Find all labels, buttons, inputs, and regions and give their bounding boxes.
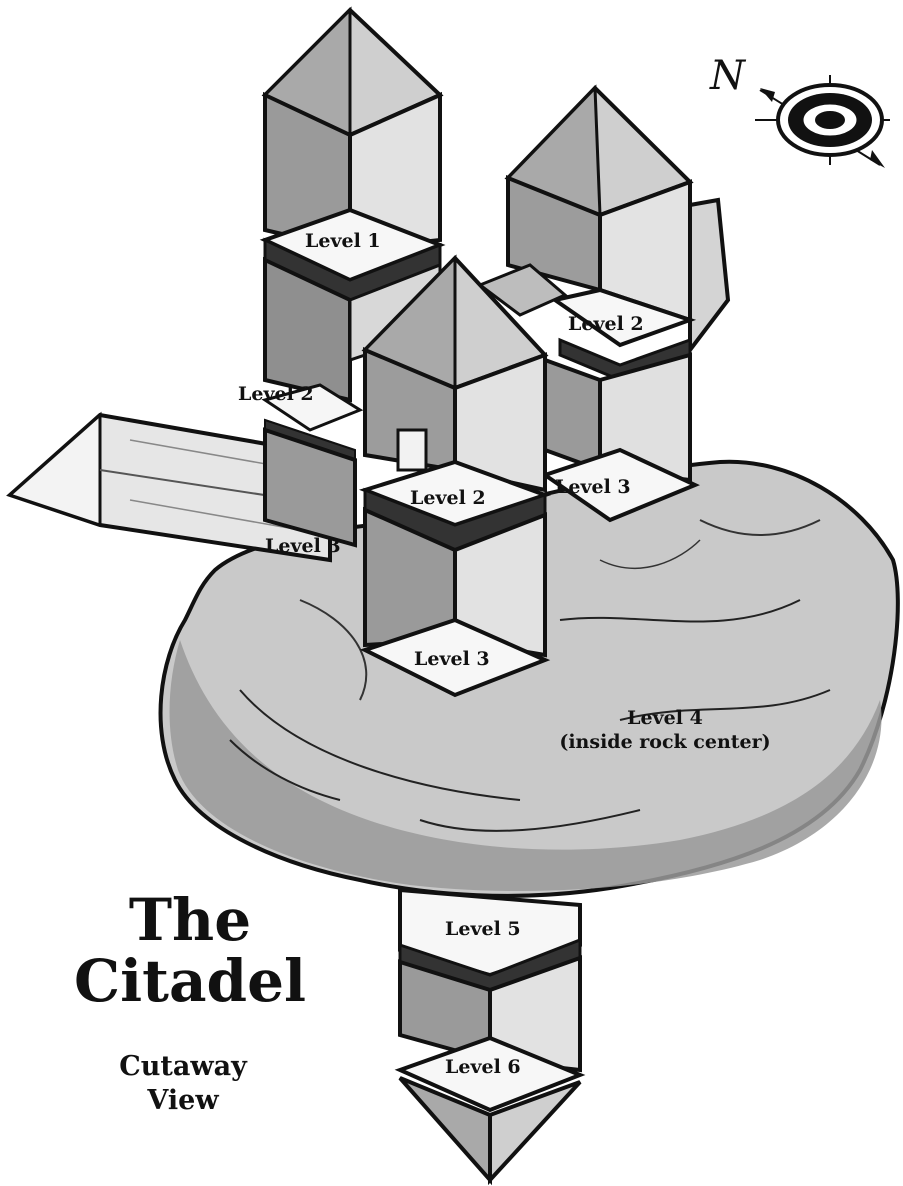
page-subtitle: Cutaway View <box>119 1050 247 1118</box>
spire-level6-label: Level 6 <box>445 1056 521 1078</box>
tower-front-level3-label: Level 3 <box>414 648 490 670</box>
tower-front-level2-label: Level 2 <box>410 487 486 509</box>
tower-northeast <box>476 84 731 523</box>
subtitle-line1: Cutaway <box>119 1051 247 1082</box>
tower-front <box>358 254 552 698</box>
compass-north-label: N <box>710 53 745 99</box>
tower-nw-level1-label: Level 1 <box>305 230 381 252</box>
page-title: The Citadel <box>74 890 306 1012</box>
spire-level5-label: Level 5 <box>445 918 521 940</box>
rock-level4-line1: Level 4 <box>627 707 703 729</box>
rock-level4-line2: (inside rock center) <box>559 730 771 753</box>
floating-rock <box>158 459 900 898</box>
subtitle-line2: View <box>147 1084 219 1116</box>
tower-nw-level2-label: Level 2 <box>238 383 314 405</box>
compass-rose-icon <box>755 75 890 168</box>
tower-northwest <box>259 6 446 548</box>
tower-ne-level3-label: Level 3 <box>555 476 631 498</box>
title-line1: The <box>128 886 252 954</box>
tower-ne-level2-label: Level 2 <box>568 313 644 335</box>
tower-nw-level3-label: Level 3 <box>265 535 341 557</box>
spire-lower <box>394 887 586 1186</box>
rock-level4-label: Level 4 (inside rock center) <box>559 707 770 755</box>
title-line2: Citadel <box>73 946 307 1015</box>
